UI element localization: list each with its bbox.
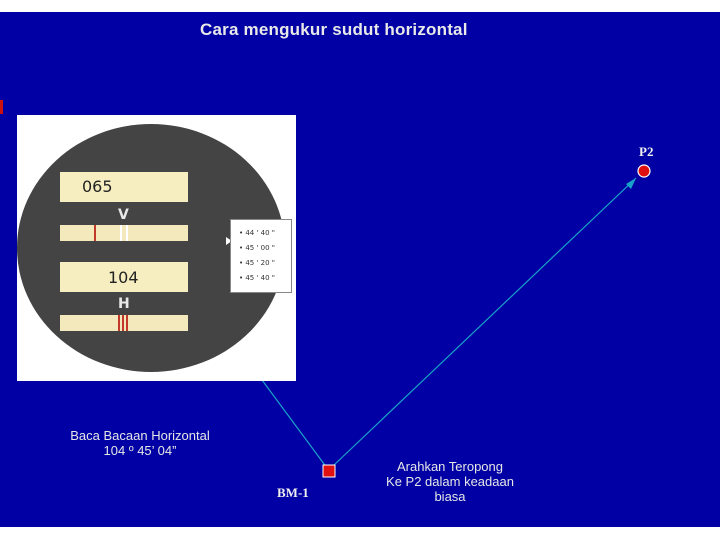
slide-title: Cara mengukur sudut horizontal	[200, 20, 468, 39]
minute-pointer	[226, 237, 232, 245]
minute-scale-row: • 45 ' 20 "	[239, 259, 275, 267]
vertical-letter: V	[118, 207, 129, 223]
horizontal-scale-tick	[126, 315, 128, 331]
horizontal-reading-box: 104	[60, 262, 188, 292]
bm1-marker	[322, 464, 336, 478]
horizontal-letter: H	[118, 296, 130, 312]
aim-instruction-line1: Arahkan Teropong	[396, 459, 503, 474]
aim-instruction: Arahkan Teropong Ke P2 dalam keadaan bia…	[370, 459, 530, 504]
p2-marker	[637, 164, 651, 178]
horizontal-reading-value: 104	[108, 268, 139, 287]
vertical-scale-bar	[60, 225, 188, 241]
vertical-index-line	[120, 225, 122, 241]
line-lens-to-bm1	[261, 379, 328, 469]
vertical-index-line	[126, 225, 128, 241]
minute-scale: • 44 ' 40 " • 45 ' 00 " • 45 ' 20 " • 45…	[230, 219, 292, 293]
arrowhead-p2	[626, 178, 636, 189]
horizontal-scale-tick	[118, 315, 120, 331]
vertical-scale-tick	[94, 225, 96, 241]
bm1-label: BM-1	[277, 485, 309, 500]
minute-scale-row: • 45 ' 40 "	[239, 274, 275, 282]
line-bm1-to-p2	[332, 177, 637, 467]
read-instruction-line2: 104 º 45’ 04”	[103, 443, 177, 458]
p2-label: P2	[639, 144, 654, 159]
horizontal-scale-bar	[60, 315, 188, 331]
read-instruction: Baca Bacaan Horizontal 104 º 45’ 04”	[55, 428, 225, 458]
edge-marker	[0, 100, 3, 114]
aim-instruction-line3: biasa	[434, 489, 466, 504]
eyepiece-panel: 065 V 104 H • 44 ' 40 " • 45 ' 00 " • 45…	[17, 115, 296, 381]
vertical-reading-value: 065	[82, 177, 113, 196]
vertical-reading-box: 065	[60, 172, 188, 202]
horizontal-scale-tick	[122, 315, 124, 331]
minute-scale-row: • 44 ' 40 "	[239, 229, 275, 237]
minute-scale-row: • 45 ' 00 "	[239, 244, 275, 252]
read-instruction-line1: Baca Bacaan Horizontal	[70, 428, 210, 443]
aim-instruction-line2: Ke P2 dalam keadaan	[386, 474, 514, 489]
